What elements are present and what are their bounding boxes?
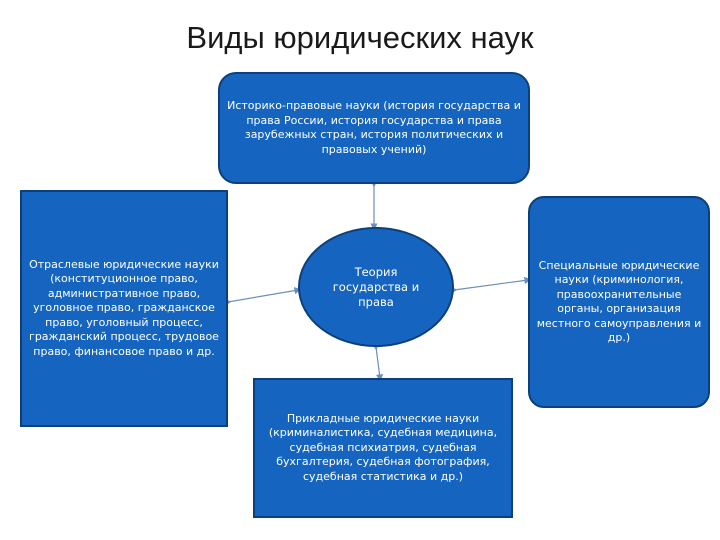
special-legal-sciences-box: Специальные юридические науки (криминоло… [528,196,710,408]
theory-of-state-and-law-circle: Теория государства и права [298,227,454,347]
historical-legal-sciences-box: Историко-правовые науки (история государ… [218,72,530,184]
branch-legal-sciences-box: Отраслевые юридические науки (конституци… [20,190,228,427]
special-legal-sciences-text: Специальные юридические науки (криминоло… [536,258,702,345]
branch-legal-sciences-text: Отраслевые юридические науки (конституци… [29,257,219,358]
connector-right [449,276,532,295]
connector-bottom [371,342,384,382]
connector-left [223,287,302,307]
historical-legal-sciences-text: Историко-правовые науки (история государ… [227,99,521,156]
applied-legal-sciences-box: Прикладные юридические науки (криминалис… [253,378,513,518]
applied-legal-sciences-text: Прикладные юридические науки (криминалис… [268,411,498,483]
page-title: Виды юридических наук [186,20,534,55]
theory-of-state-and-law-text: Теория государства и права [332,264,420,309]
